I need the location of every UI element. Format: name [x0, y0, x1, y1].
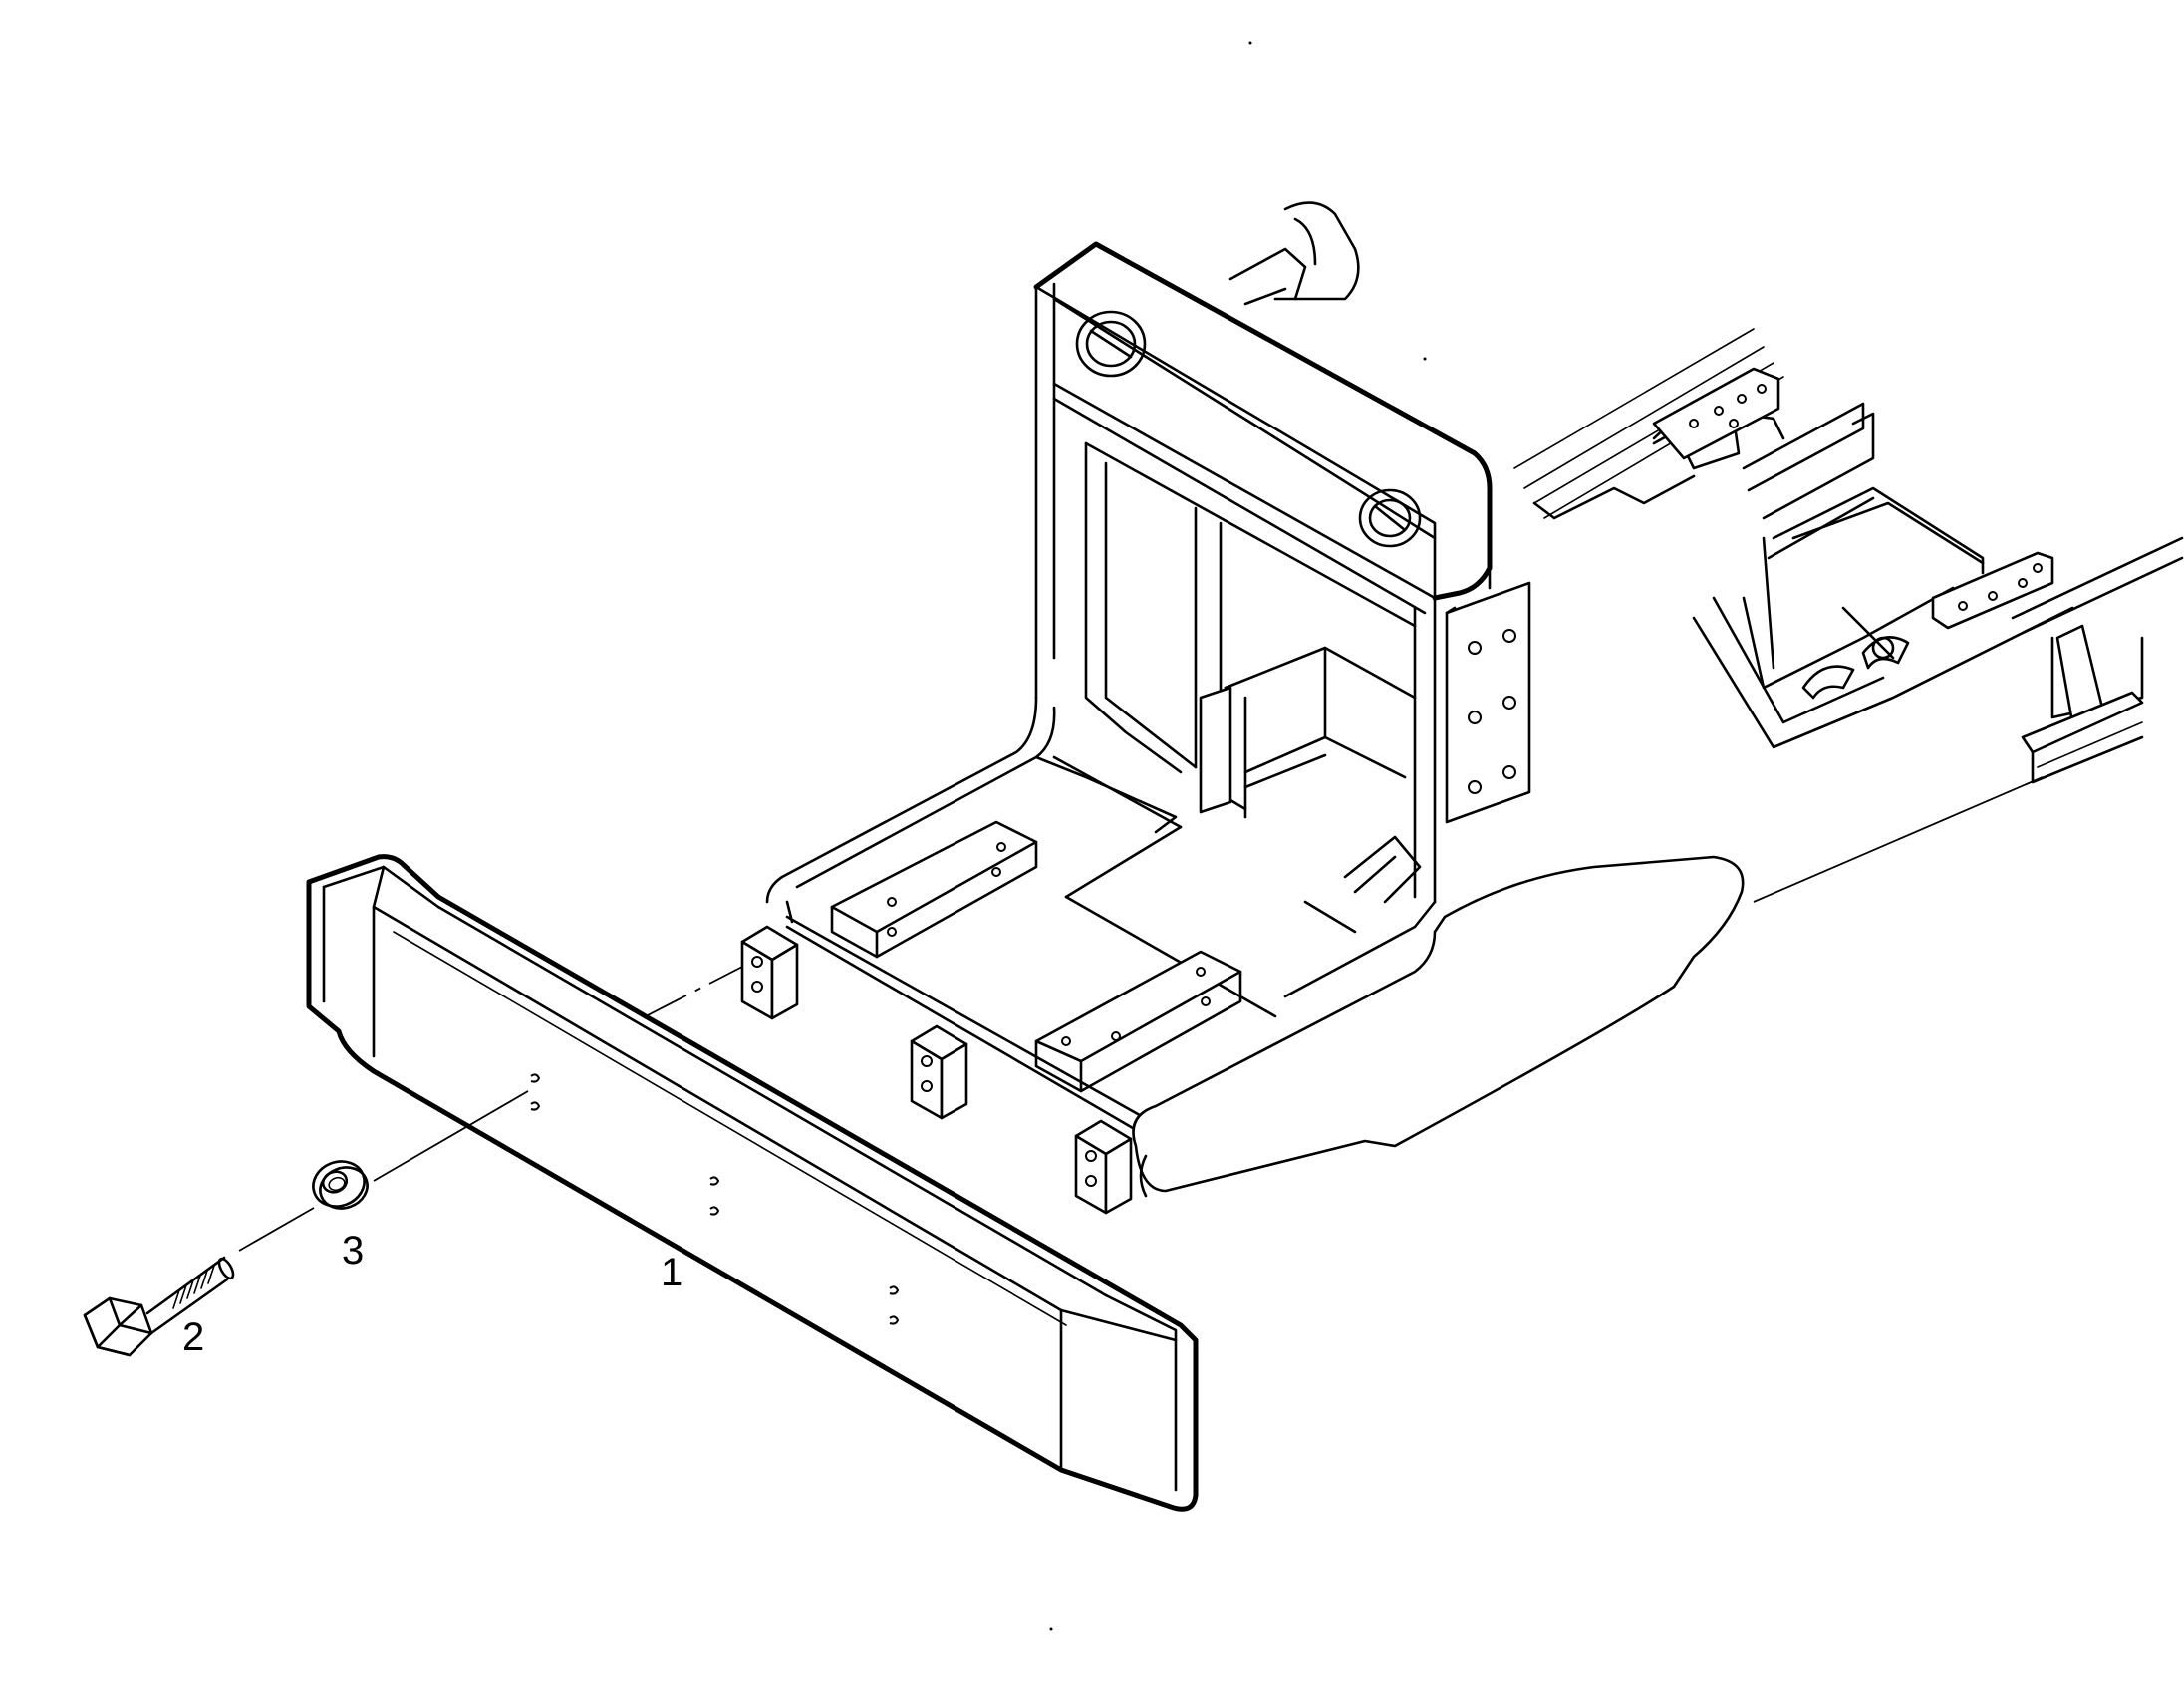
callout-1: 1 — [661, 1251, 682, 1294]
speck — [1049, 1627, 1053, 1631]
callout-3: 3 — [342, 1229, 364, 1273]
callout-2: 2 — [182, 1315, 204, 1359]
hex-bolt-part-2 — [83, 1256, 235, 1357]
callouts: 1 2 3 — [182, 1229, 682, 1359]
chassis-rails — [1513, 328, 2184, 903]
main-frame — [740, 201, 1745, 1215]
washer-part-3 — [312, 1160, 369, 1210]
speck — [1248, 41, 1252, 45]
assembly-lines — [238, 966, 743, 1252]
speck — [1423, 357, 1427, 361]
bumper-part-1 — [306, 854, 1199, 1512]
